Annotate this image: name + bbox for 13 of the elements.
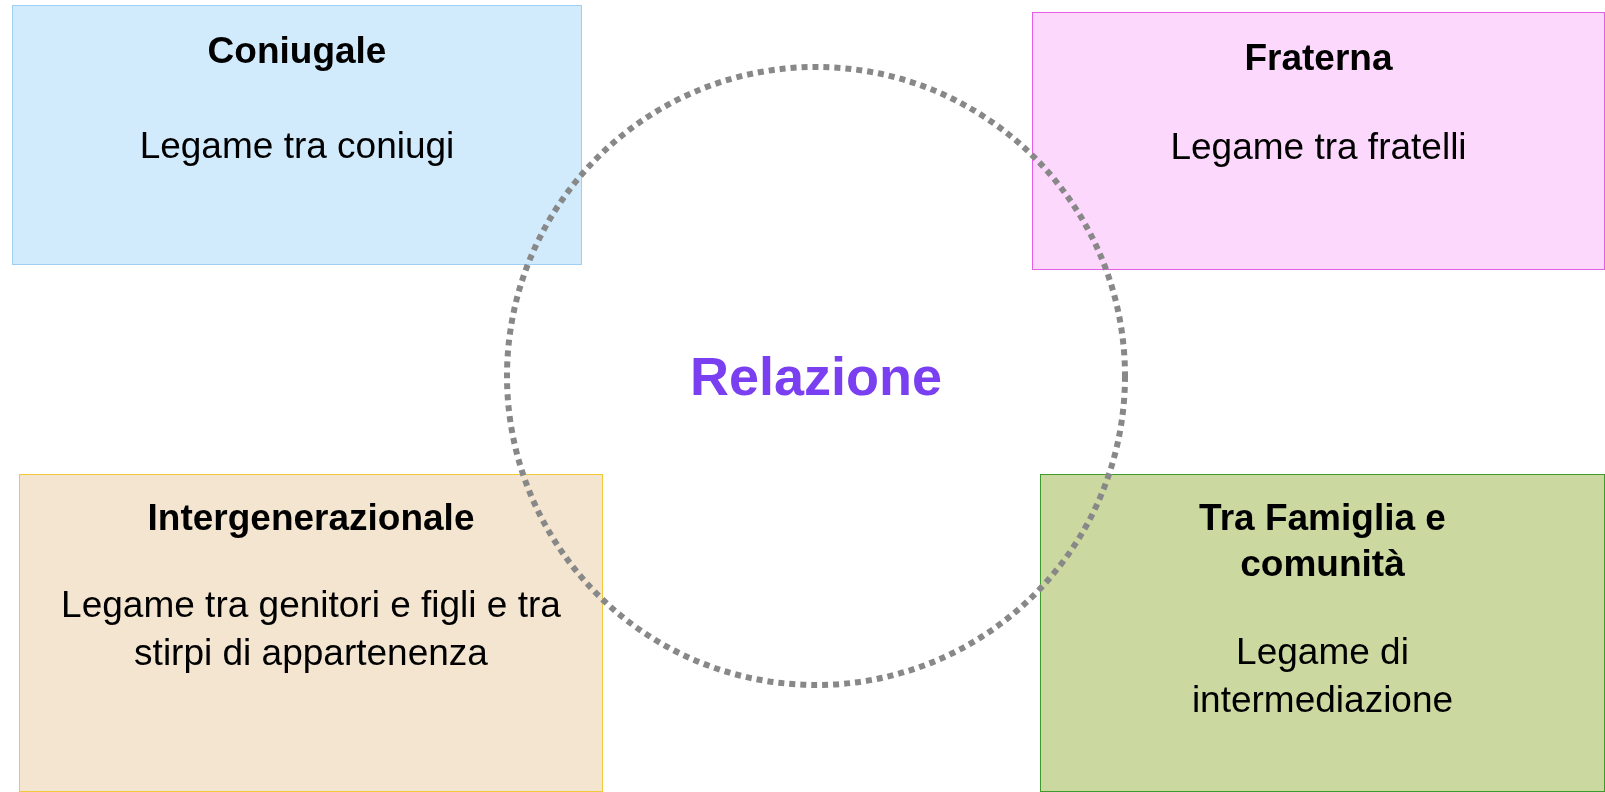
category-box (1032, 12, 1605, 270)
category-box (12, 5, 582, 265)
box-description: Legame tra fratelli (1170, 125, 1467, 170)
box-heading: Coniugale (207, 29, 387, 73)
box-heading: Tra Famiglia e comunità (1198, 496, 1447, 587)
box-description: Legame tra genitori e figli e tra stirpi di appartenenza (60, 583, 562, 676)
category-box (19, 474, 603, 792)
box-description: Legame di intermediazione (1190, 629, 1455, 722)
box-description: Legame tra coniugi (139, 124, 455, 169)
center-label: Relazione (689, 345, 943, 407)
box-heading: Intergenerazionale (147, 496, 475, 540)
box-heading: Fraterna (1244, 36, 1393, 80)
category-box (1040, 474, 1605, 792)
